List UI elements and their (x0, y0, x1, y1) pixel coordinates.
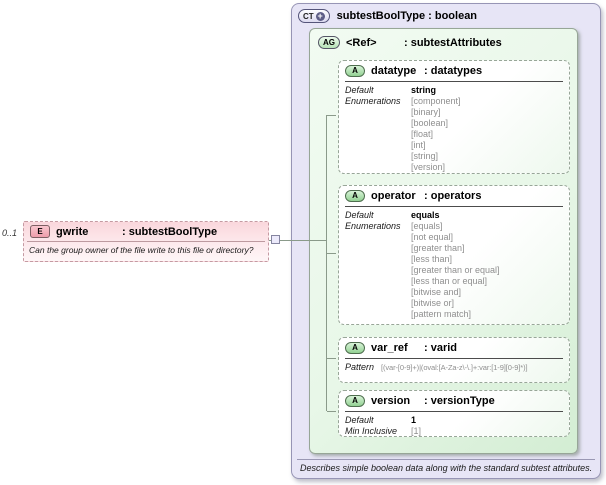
attribute-type: : versionType (424, 395, 495, 407)
facet-value: [bitwise and] (411, 287, 462, 297)
facet-value: [less than or equal] (411, 276, 488, 286)
facet-label (345, 151, 411, 162)
attribute-badge-icon: A (345, 65, 365, 77)
footer-divider (297, 459, 595, 460)
facet-value: [int] (411, 140, 426, 150)
attribute-badge-icon: A (345, 395, 365, 407)
attribute-title-row: A operator : operators (345, 190, 563, 207)
attribute-group-header: AG <Ref> : subtestAttributes (318, 36, 502, 49)
facet-value: string (411, 85, 437, 95)
element-annotation: Can the group owner of the file write to… (29, 245, 254, 255)
element-type: : subtestBoolType (122, 225, 218, 238)
complex-type-box[interactable]: CT + subtestBoolType : boolean AG <Ref> … (291, 3, 601, 479)
facet-label (345, 287, 411, 298)
element-badge-icon: E (30, 225, 50, 238)
facet-label (345, 298, 411, 309)
plus-icon[interactable]: + (315, 10, 325, 21)
cardinality-label: 0..1 (2, 228, 18, 238)
complex-type-header: CT + subtestBoolType : boolean (298, 9, 477, 23)
facet-table: Pattern [(var-[0-9]+)|(oval:[A-Za-z\-\.]+… (345, 359, 563, 373)
facet-label (345, 107, 411, 118)
facet-label: Default (345, 210, 374, 220)
connector-branch-datatype (327, 115, 336, 116)
facet-value: [less than] (411, 254, 453, 264)
facet-value: 1 (411, 415, 417, 425)
facet-value: [float] (411, 129, 434, 139)
facet-value: [component] (411, 96, 461, 106)
attribute-group-badge-icon: AG (318, 36, 340, 49)
facet-label: Default (345, 85, 374, 95)
connector-branch-var-ref (327, 358, 336, 359)
facet-label (345, 254, 411, 265)
facet-value: [(var-[0-9]+)|(oval:[A-Za-z\-\.]+:var:[1… (381, 363, 528, 372)
facet-value: [greater than or equal] (411, 265, 500, 275)
facet-value: [equals] (411, 221, 443, 231)
facet-label (345, 232, 411, 243)
attribute-group-type: : subtestAttributes (404, 36, 502, 49)
complex-type-badge: CT + (298, 9, 330, 23)
attribute-name: var_ref (371, 342, 408, 354)
attribute-title-row: A version : versionType (345, 395, 563, 412)
complex-type-title: subtestBoolType : boolean (336, 10, 478, 22)
connector-branch-version (327, 411, 336, 412)
attribute-group-name: <Ref> (346, 36, 377, 49)
facet-label (345, 162, 411, 173)
facet-value: [boolean] (411, 118, 449, 128)
facet-label: Min Inclusive (345, 426, 398, 436)
connector-trunk-line (326, 115, 327, 411)
facet-value: [binary] (411, 107, 441, 117)
attribute-type: : datatypes (424, 65, 483, 77)
attribute-badge-icon: A (345, 190, 365, 202)
connector-branch-operator (327, 253, 336, 254)
facet-label (345, 265, 411, 276)
attribute-name: datatype (371, 65, 417, 77)
element-name: gwrite (56, 225, 89, 238)
complex-type-badge-label: CT (303, 11, 314, 21)
attribute-title-row: A datatype : datatypes (345, 65, 563, 82)
attribute-group-box[interactable]: AG <Ref> : subtestAttributes A datatype … (309, 28, 578, 454)
facet-label: Enumerations (345, 96, 401, 106)
facet-value: [greater than] (411, 243, 465, 253)
complex-type-annotation: Describes simple boolean data along with… (300, 463, 593, 473)
connector-line (269, 240, 327, 241)
facet-label (345, 309, 411, 320)
attribute-type: : varid (424, 342, 458, 354)
element-title-row: E gwrite : subtestBoolType (27, 222, 265, 242)
facet-label: Enumerations (345, 221, 401, 231)
facet-label: Pattern (345, 362, 375, 372)
facet-value: [bitwise or] (411, 298, 455, 308)
facet-value: [pattern match] (411, 309, 472, 319)
facet-value: [string] (411, 151, 439, 161)
attribute-name: operator (371, 190, 416, 202)
facet-label (345, 118, 411, 129)
facet-value: [not equal] (411, 232, 454, 242)
attribute-name: version (371, 395, 411, 407)
facet-label (345, 140, 411, 151)
facet-label (345, 243, 411, 254)
attribute-type: : operators (424, 190, 482, 202)
connector-joint (271, 235, 280, 244)
facet-label (345, 129, 411, 140)
facet-value: [1] (411, 426, 422, 436)
attribute-title-row: A var_ref : varid (345, 342, 563, 359)
facet-value: equals (411, 210, 440, 220)
element-box-gwrite[interactable]: E gwrite : subtestBoolType Can the group… (23, 221, 269, 262)
attribute-box-var-ref[interactable]: A var_ref : varid Pattern [(var-[0-9]+)|(… (338, 337, 570, 383)
facet-label: Default (345, 415, 374, 425)
facet-value: [version] (411, 162, 446, 172)
attribute-badge-icon: A (345, 342, 365, 354)
facet-label (345, 276, 411, 287)
